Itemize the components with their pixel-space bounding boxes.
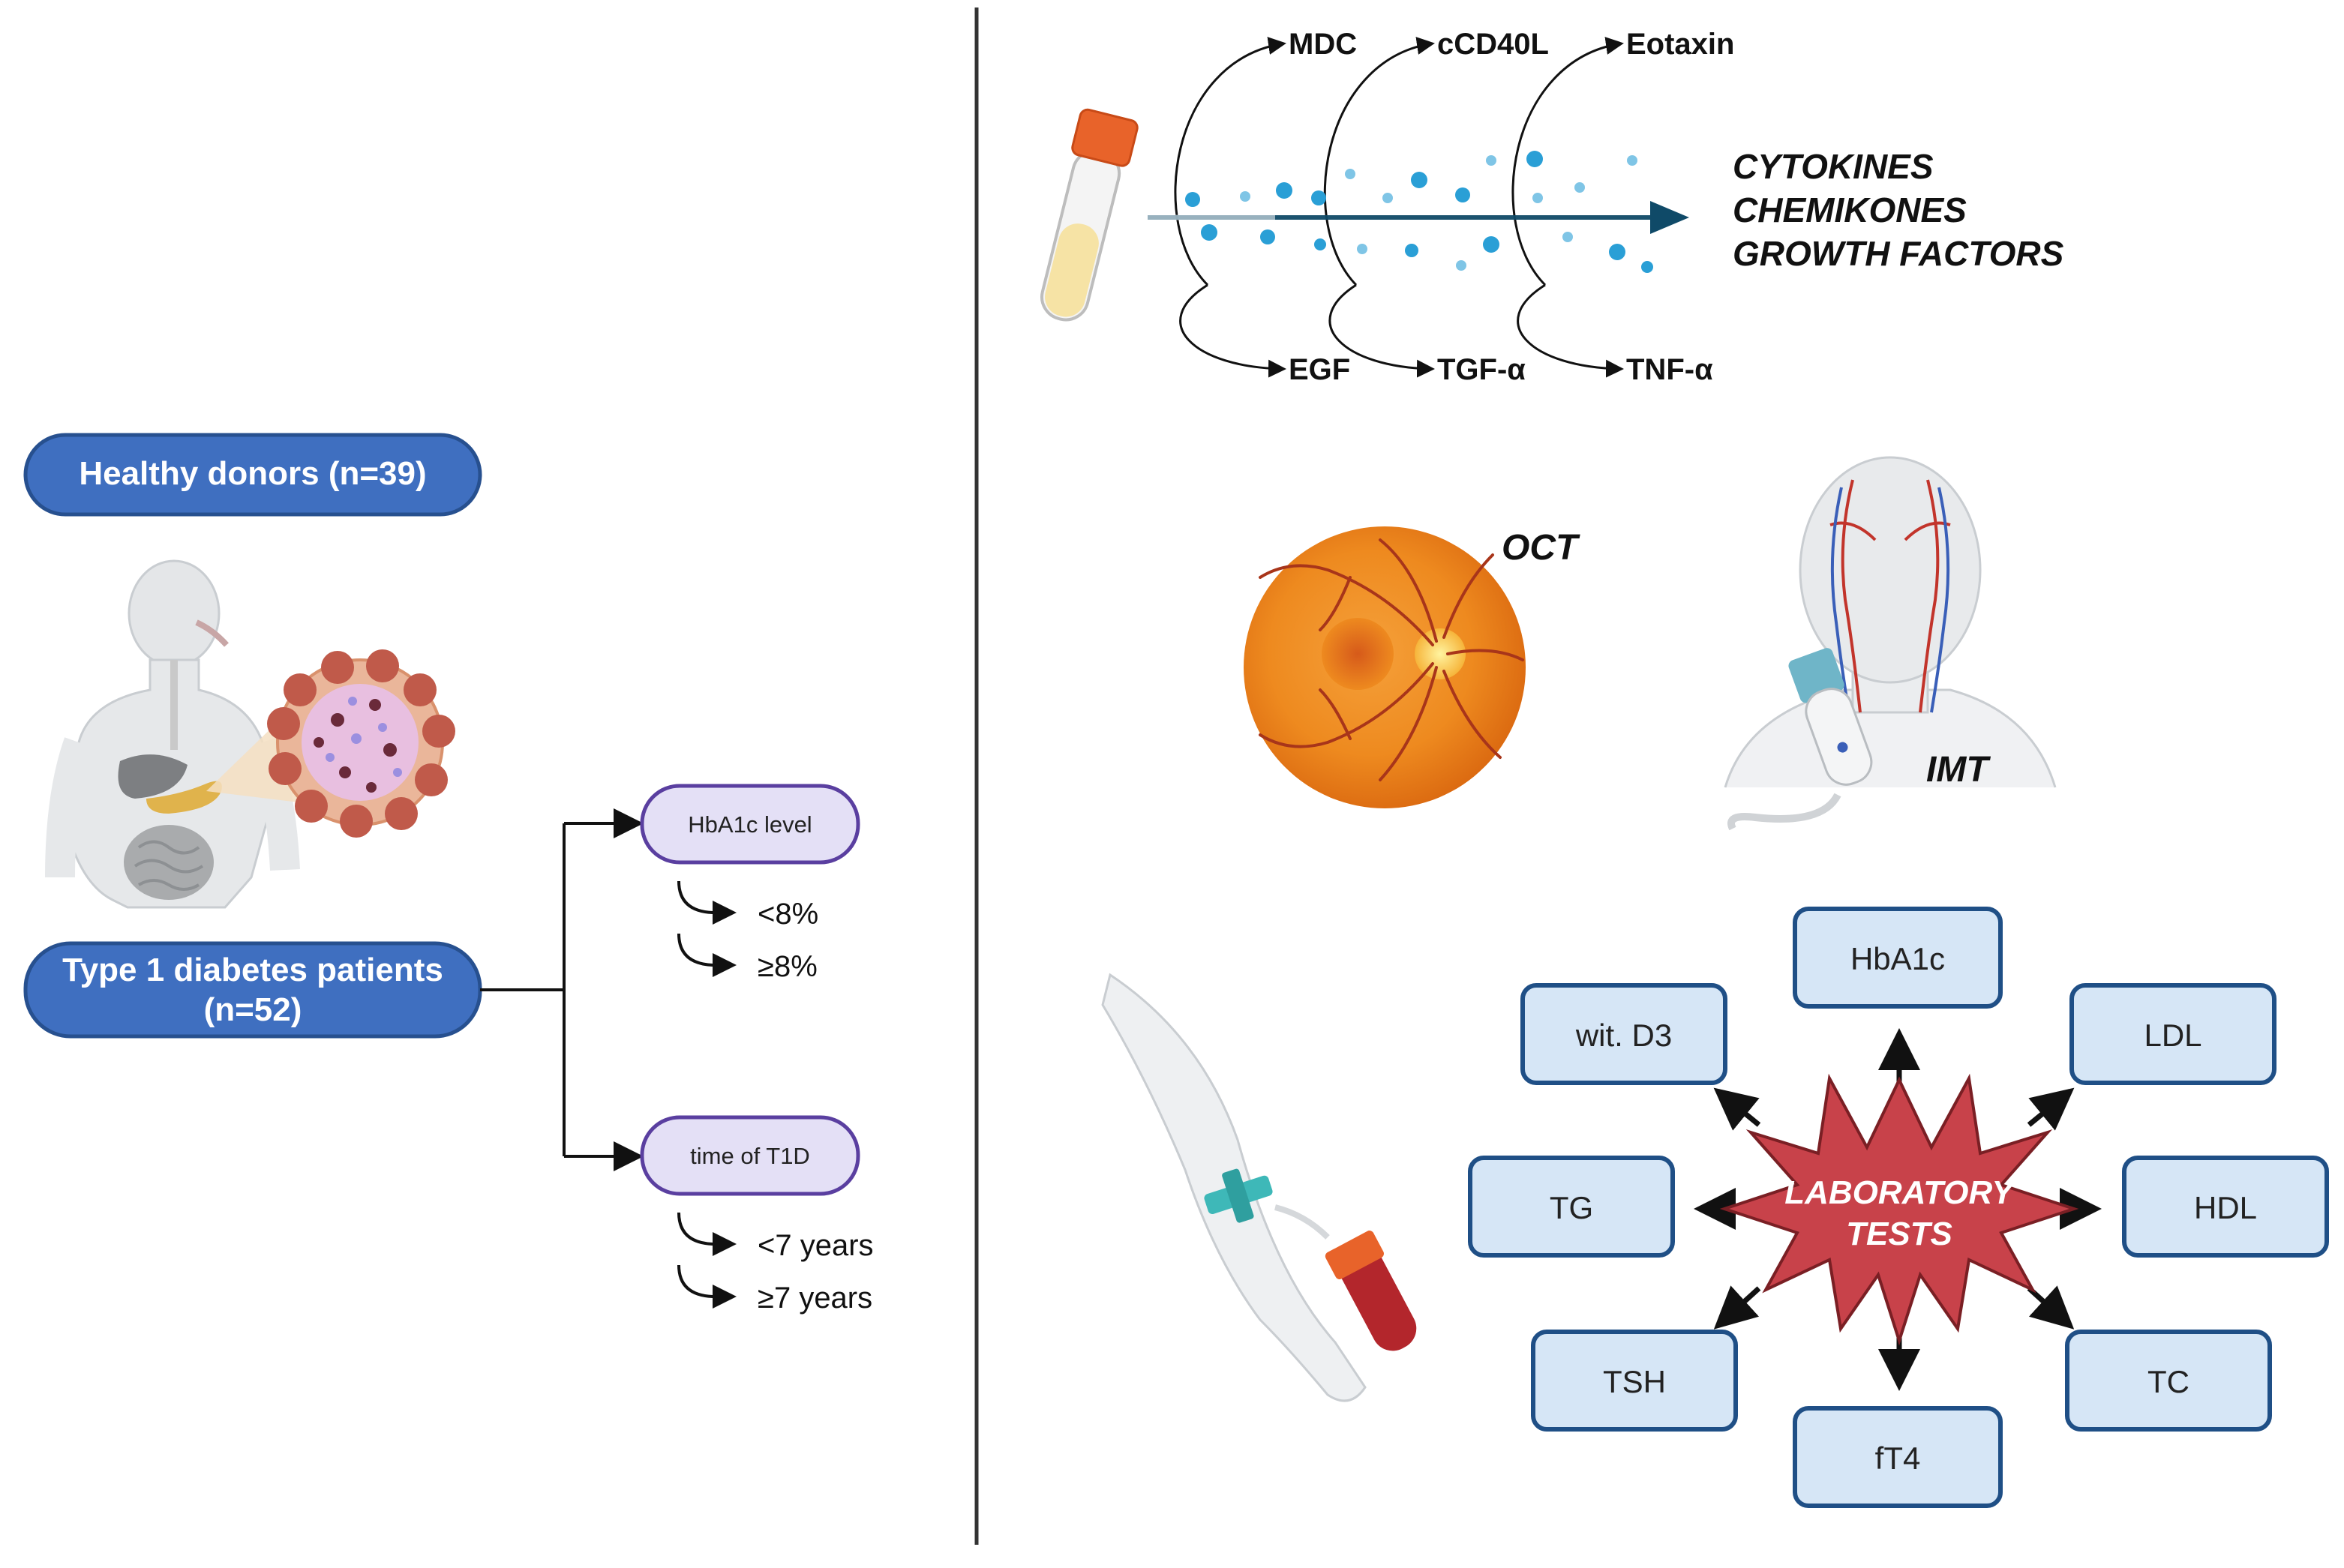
analyte-flow-arrow [1148,201,1689,234]
lab-box-witd3: wit. D3 [1520,983,1727,1085]
hba1c-low-label: <8% [758,898,818,931]
lab-box-tg: TG [1468,1156,1675,1258]
t1d-label-line1: Type 1 diabetes patients [62,952,443,988]
retina-fundus-illustration [1244,526,1526,808]
cytokine-top-3: Eotaxin [1626,28,1734,61]
imt-label: IMT [1926,750,1991,790]
lab-label-ldl: LDL [2144,1018,2201,1053]
lab-label-hba1c: HbA1c [1850,941,1945,976]
healthy-donors-pill: Healthy donors (n=39) [23,433,482,517]
duration-subgroup-arrows [677,1212,737,1309]
category-chemokines: CHEMIKONES [1733,190,1967,229]
t1d-duration-label: time of T1D [690,1143,810,1169]
lab-box-tsh: TSH [1531,1330,1738,1432]
cytokine-arc-arrows [1174,37,1624,378]
blood-tube-icon [1040,108,1139,322]
lab-label-tsh: TSH [1603,1364,1666,1399]
stratification-connectors [480,808,644,1171]
lab-box-ldl: LDL [2069,983,2276,1085]
healthy-donors-label: Healthy donors (n=39) [79,455,426,492]
category-growth-factors: GROWTH FACTORS [1733,234,2064,273]
cytokine-top-2: cCD40L [1437,28,1549,61]
lab-center-line2: TESTS [1846,1216,1952,1252]
analyte-dots [1185,151,1653,273]
lab-label-ft4: fT4 [1875,1441,1921,1476]
t1d-duration-box: time of T1D [640,1115,860,1196]
hba1c-subgroup-arrows [677,880,737,977]
laboratory-tests-starburst: LABORATORY TESTS [1719,1073,2079,1346]
lab-box-tc: TC [2065,1330,2272,1432]
pancreatic-islet-illustration [206,649,455,838]
cytokine-bottom-1: EGF [1289,353,1350,386]
lab-center-line1: LABORATORY [1784,1174,2016,1211]
human-body-illustration [45,559,300,909]
duration-high-label: ≥7 years [758,1282,872,1315]
oct-label: OCT [1502,528,1580,568]
category-cytokines: CYTOKINES [1733,147,1934,186]
lab-label-tc: TC [2147,1364,2189,1399]
arm-blood-draw-illustration [1101,973,1417,1402]
carotid-ultrasound-illustration [1724,456,2057,831]
cytokine-bottom-3: TNF-α [1626,353,1713,386]
cytokine-bottom-2: TGF-α [1437,353,1526,386]
lab-label-hdl: HDL [2194,1190,2257,1225]
lab-label-witd3: wit. D3 [1575,1018,1672,1053]
lab-label-tg: TG [1550,1190,1593,1225]
t1d-patients-pill: Type 1 diabetes patients (n=52) [23,941,482,1039]
t1d-label-line2: (n=52) [204,991,302,1028]
duration-low-label: <7 years [758,1229,874,1262]
lab-box-ft4: fT4 [1793,1406,2003,1508]
cytokine-top-1: MDC [1289,28,1357,61]
lab-box-hba1c: HbA1c [1793,907,2003,1009]
hba1c-level-label: HbA1c level [688,811,812,838]
lab-box-hdl: HDL [2122,1156,2329,1258]
hba1c-level-box: HbA1c level [640,784,860,865]
hba1c-high-label: ≥8% [758,950,818,983]
